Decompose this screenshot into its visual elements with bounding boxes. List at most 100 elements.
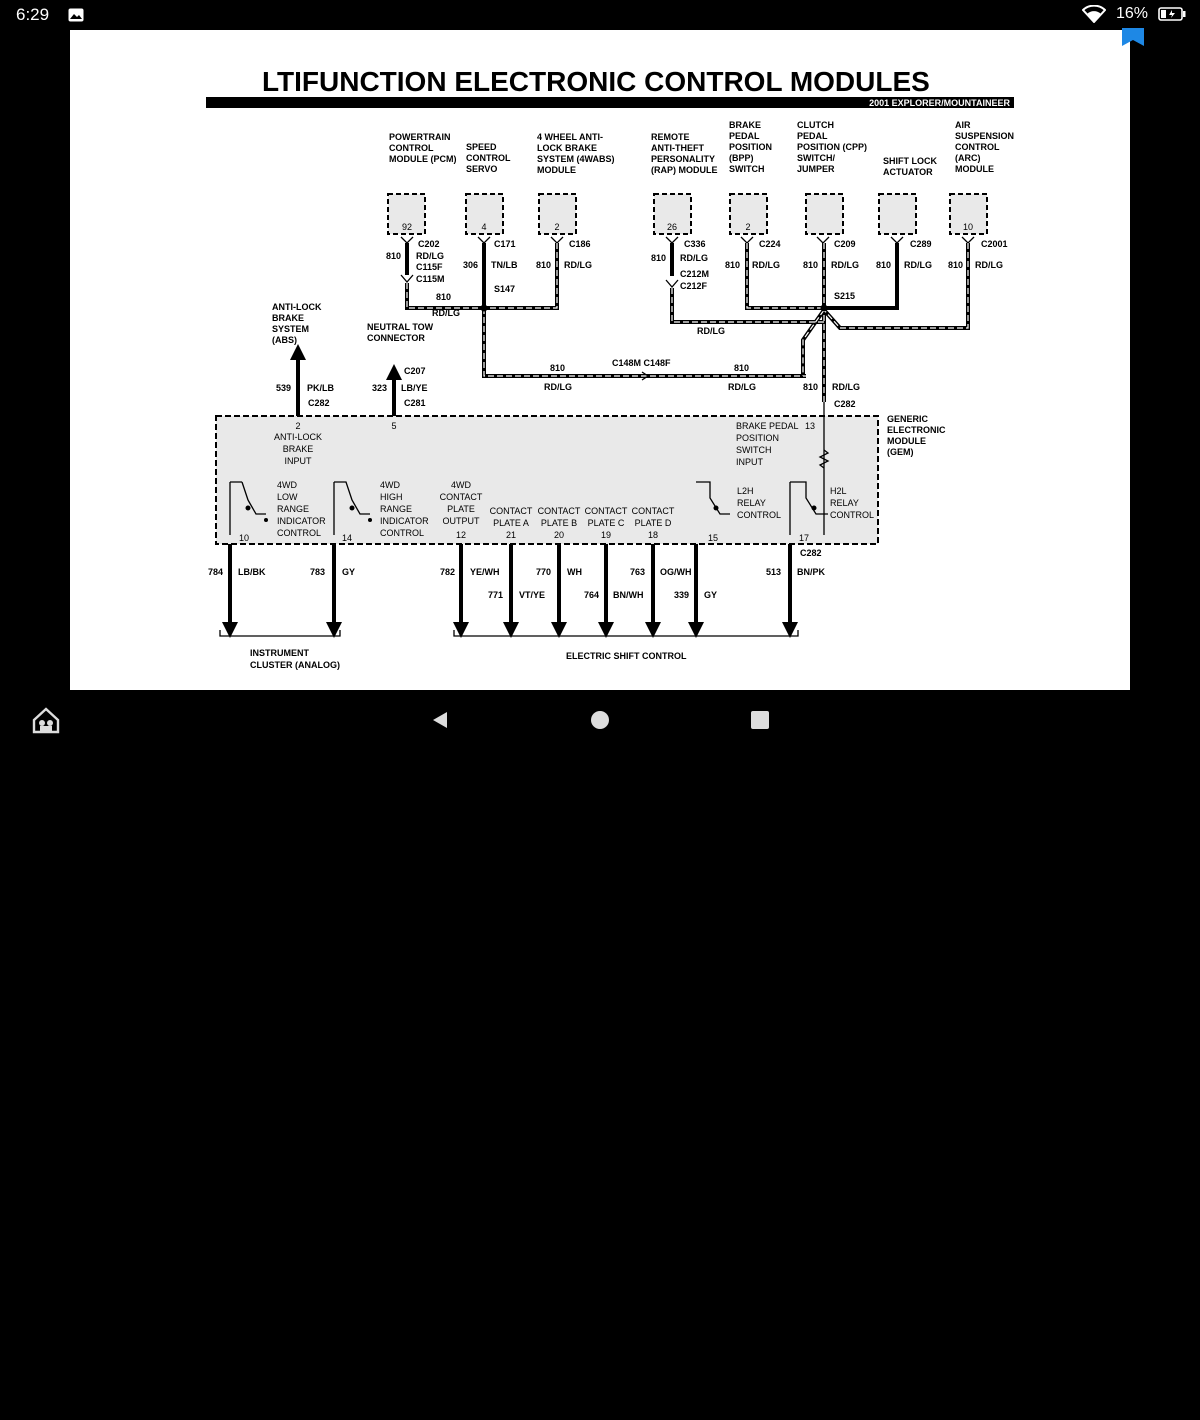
bookmark-icon[interactable] bbox=[1120, 28, 1146, 48]
connector-label: C282 bbox=[834, 399, 856, 409]
wire-num: 306 bbox=[463, 260, 478, 270]
home-circle-icon[interactable] bbox=[590, 710, 610, 730]
home-icon[interactable] bbox=[32, 706, 60, 734]
status-bar: 6:29 16% bbox=[0, 0, 1200, 30]
wire-color: YE/WH bbox=[470, 567, 500, 577]
gem-pin: 2 bbox=[295, 421, 300, 431]
wire-shiftlock bbox=[824, 243, 899, 310]
gem-pin: 19 bbox=[601, 530, 611, 540]
wire-color: RD/LG bbox=[728, 382, 756, 392]
wire-num: 771 bbox=[488, 590, 503, 600]
wire-num: 339 bbox=[674, 590, 689, 600]
wire-num: 810 bbox=[725, 260, 740, 270]
connector-label: C207 bbox=[404, 366, 426, 376]
connector-label: C186 bbox=[569, 239, 591, 249]
module-pin: 4 bbox=[481, 222, 486, 232]
connector-label: C289 bbox=[910, 239, 932, 249]
wire-color: BN/WH bbox=[613, 590, 644, 600]
module-pin: 10 bbox=[963, 222, 973, 232]
wire-color: WH bbox=[567, 567, 582, 577]
module-pin: 2 bbox=[745, 222, 750, 232]
connector-label: C148M C148F bbox=[612, 358, 671, 368]
wire-color: PK/LB bbox=[307, 383, 335, 393]
gem-module-box bbox=[215, 415, 879, 545]
document-page[interactable]: LTIFUNCTION ELECTRONIC CONTROL MODULES 2… bbox=[70, 30, 1130, 690]
wire-num: 770 bbox=[536, 567, 551, 577]
wire-color: LB/YE bbox=[401, 383, 428, 393]
gem-pin: 10 bbox=[239, 533, 249, 543]
wire-num: 810 bbox=[948, 260, 963, 270]
back-icon[interactable] bbox=[430, 710, 450, 730]
wire-num: 784 bbox=[208, 567, 223, 577]
wire-color: RD/LG bbox=[564, 260, 592, 270]
module-box-servo bbox=[465, 193, 504, 235]
module-box-arc bbox=[949, 193, 988, 235]
module-box-bpp bbox=[729, 193, 768, 235]
wire-color: GY bbox=[342, 567, 355, 577]
wire-color: BN/PK bbox=[797, 567, 826, 577]
back-icon[interactable] bbox=[430, 1400, 450, 1420]
splice-label: S147 bbox=[494, 284, 515, 294]
wire-color: OG/WH bbox=[660, 567, 692, 577]
module-box-pcm bbox=[387, 193, 426, 235]
wire-num: 810 bbox=[436, 292, 451, 302]
wire-color: RD/LG bbox=[697, 326, 725, 336]
battery-text: 16% bbox=[1115, 5, 1148, 22]
gem-pin: 17 bbox=[799, 533, 809, 543]
gem-pin: 15 bbox=[708, 533, 718, 543]
wire-color: GY bbox=[704, 590, 717, 600]
status-indicators: 16% bbox=[1081, 5, 1186, 23]
wire-color: LB/BK bbox=[238, 567, 266, 577]
gem-pin: 21 bbox=[506, 530, 516, 540]
wire-color: VT/YE bbox=[519, 590, 545, 600]
wire-color: RD/LG bbox=[680, 253, 708, 263]
wire-num: 810 bbox=[386, 251, 401, 261]
module-box-4wabs bbox=[538, 193, 577, 235]
title-rule bbox=[206, 97, 1014, 108]
esc-label: ELECTRIC SHIFT CONTROL bbox=[566, 651, 687, 661]
connector-label: C171 bbox=[494, 239, 516, 249]
connector-label: C212F bbox=[680, 281, 708, 291]
status-time: 6:29 bbox=[16, 5, 50, 24]
wire-num: 810 bbox=[536, 260, 551, 270]
wire-color: RD/LG bbox=[831, 260, 859, 270]
wire-num: 763 bbox=[630, 567, 645, 577]
connector-label: C282 bbox=[800, 548, 822, 558]
connector-label: C2001 bbox=[981, 239, 1008, 249]
connector-label: C282 bbox=[308, 398, 330, 408]
connector-label: C212M bbox=[680, 269, 709, 279]
battery-icon bbox=[1158, 7, 1186, 21]
connector-label: C224 bbox=[759, 239, 781, 249]
module-pin: 26 bbox=[667, 222, 677, 232]
wire-num: 810 bbox=[550, 363, 565, 373]
recents-icon[interactable] bbox=[750, 710, 770, 730]
connector-label: C281 bbox=[404, 398, 426, 408]
diagram-subtitle: 2001 EXPLORER/MOUNTAINEER bbox=[869, 98, 1010, 108]
wire-color: RD/LG bbox=[752, 260, 780, 270]
connector-label: C202 bbox=[418, 239, 440, 249]
connector-label: C115M bbox=[416, 274, 445, 284]
connector-label: C336 bbox=[684, 239, 706, 249]
wire-to-main bbox=[801, 308, 826, 376]
wire-num: 323 bbox=[372, 383, 387, 393]
wire-color: RD/LG bbox=[832, 382, 860, 392]
splice-label: S215 bbox=[834, 291, 855, 301]
diagram-title: LTIFUNCTION ELECTRONIC CONTROL MODULES bbox=[262, 66, 930, 97]
wire-num: 513 bbox=[766, 567, 781, 577]
gem-pin: 12 bbox=[456, 530, 466, 540]
